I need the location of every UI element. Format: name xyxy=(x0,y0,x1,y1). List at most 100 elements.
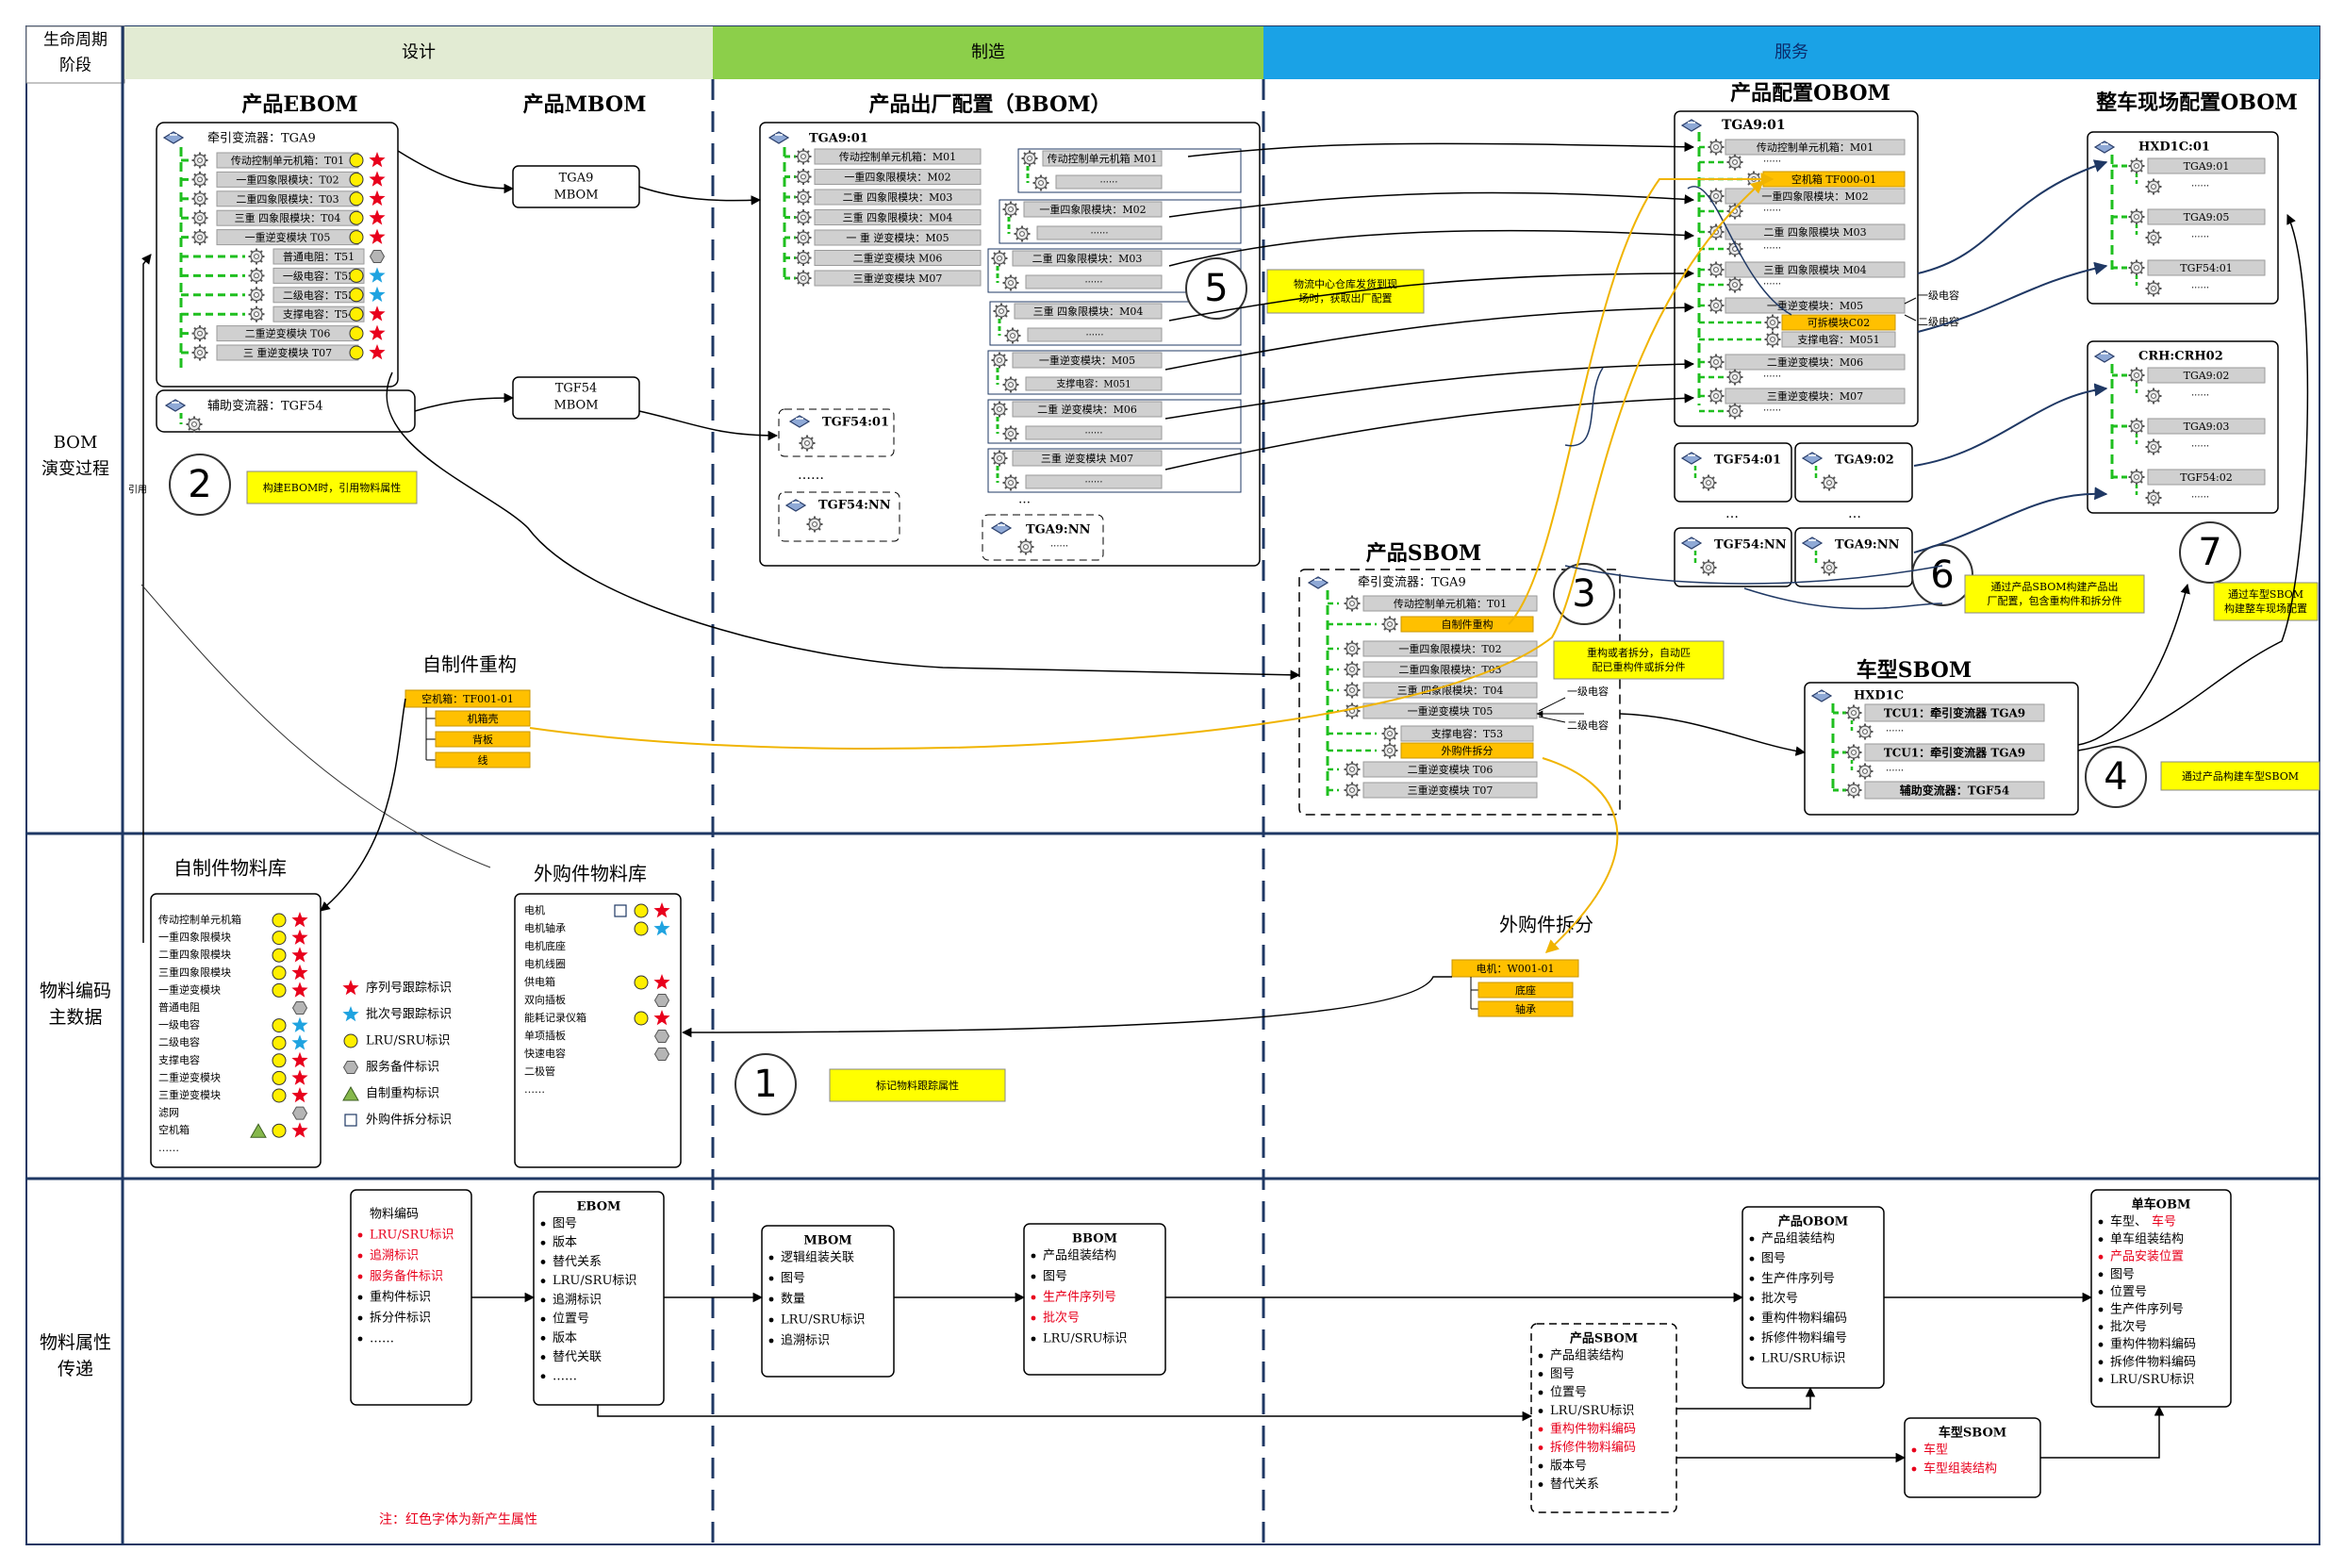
gear-tooth xyxy=(797,170,801,174)
gear-tooth xyxy=(1014,203,1017,206)
gear-tooth xyxy=(203,355,206,359)
restruct-item: 线 xyxy=(478,753,488,767)
gear-tooth xyxy=(1719,389,1723,393)
legend-label: 序列号跟踪标识 xyxy=(366,982,452,996)
gear-tooth xyxy=(1711,561,1715,565)
gear-hole xyxy=(801,255,806,261)
attr-item: 产品安装位置 xyxy=(2110,1250,2184,1264)
gear-tooth xyxy=(2139,210,2143,214)
attr-bullet xyxy=(540,1260,546,1264)
gear-tooth xyxy=(1719,140,1723,144)
gear-tooth xyxy=(1345,642,1349,646)
attr-item: 逻辑组装关联 xyxy=(781,1251,854,1265)
obom-tga9-02-box xyxy=(1794,442,1913,503)
gear-tooth xyxy=(1355,642,1359,646)
assembly-shape xyxy=(162,131,185,144)
ebom-item-mark xyxy=(349,306,364,322)
gear-tooth xyxy=(1719,355,1723,359)
gear-tooth xyxy=(1719,308,1723,312)
car-sbom-item: TCU1：牵引变流器 TGA9 xyxy=(1884,746,2025,760)
attr-bullet xyxy=(1538,1427,1543,1432)
obom-item-bg xyxy=(1725,388,1906,404)
gear-tooth xyxy=(1775,316,1779,320)
gear-tooth xyxy=(1709,399,1713,403)
obom-tga9-nn-label: TGA9:NN xyxy=(1835,538,1900,553)
self-lib-mark xyxy=(291,947,308,963)
car-sbom-gear-icon xyxy=(1845,704,1862,721)
legend-mark xyxy=(343,1033,358,1048)
sbom-item-bg xyxy=(1400,725,1534,742)
attr-item: 车型组装结构 xyxy=(1923,1461,1997,1477)
ebom-item: 普通电阻：T51 xyxy=(283,250,355,263)
site-obom-title: 整车现场配置OBOM xyxy=(2096,91,2298,115)
obom-gear-icon xyxy=(1726,403,1743,420)
site-hxd1c-item-bg xyxy=(2147,208,2266,225)
gear-hole xyxy=(804,440,810,446)
bbom-sub-dots: ······ xyxy=(1084,278,1102,289)
legend-mark xyxy=(342,980,359,996)
gear-tooth xyxy=(193,154,197,157)
site-hxd1c-sub-gear-icon xyxy=(2145,229,2162,246)
ebom-gear-icon xyxy=(191,171,208,188)
site-hxd1c-item-bg xyxy=(2147,259,2266,276)
gear-tooth xyxy=(1719,365,1723,369)
ebom-to-buylib-curve xyxy=(140,584,491,868)
gear-tooth xyxy=(797,220,801,224)
gear-tooth xyxy=(1775,333,1779,337)
attr-box-title: 产品OBOM xyxy=(1778,1214,1848,1230)
gear-tooth xyxy=(797,281,801,285)
bbom-sub-title-bg xyxy=(1042,150,1163,167)
attr-bullet xyxy=(1538,1390,1543,1395)
gear-tooth xyxy=(1355,763,1359,767)
gear-tooth xyxy=(1025,237,1029,240)
gear-hole xyxy=(1008,431,1014,437)
gear-tooth xyxy=(2156,440,2160,444)
attr-item: 图号 xyxy=(553,1217,577,1231)
sbom-item-bg xyxy=(1400,616,1534,633)
gear-tooth xyxy=(806,272,810,275)
bbom-sub-title-bg xyxy=(1012,401,1163,418)
gear-tooth xyxy=(1004,314,1008,318)
gear-tooth xyxy=(1004,212,1008,216)
attr-item: 重构件物料编码 xyxy=(1550,1422,1636,1437)
row-attr-label-2: 传递 xyxy=(58,1359,93,1379)
bbom-sub-gear-icon xyxy=(1014,225,1031,242)
attr-bullet xyxy=(2098,1254,2104,1260)
gear-tooth xyxy=(1857,793,1860,797)
attr-bullet xyxy=(1031,1315,1036,1321)
bbom-item: 三重逆变模块 M07 xyxy=(853,272,943,285)
site-hxd1c-icon xyxy=(2093,140,2116,154)
ebom-item-mark xyxy=(349,230,364,245)
gear-tooth xyxy=(203,239,206,244)
attr-bullet xyxy=(1749,1236,1755,1242)
bbom-sub-title: 二重 四象限模块：M03 xyxy=(1032,252,1143,265)
bbom-sub-title-bg xyxy=(1012,450,1163,467)
sbom-item: 三重逆变模块 T07 xyxy=(1408,784,1494,797)
gear-tooth xyxy=(2130,378,2134,382)
gear-tooth xyxy=(1393,727,1396,731)
gear-tooth xyxy=(1345,672,1349,676)
gear-tooth xyxy=(1709,308,1713,312)
gear-tooth xyxy=(817,518,821,521)
gear-tooth xyxy=(1823,476,1826,480)
gear-tooth xyxy=(1004,437,1008,440)
bbom-sub-gear-icon xyxy=(1002,274,1019,291)
gear-tooth xyxy=(2139,470,2143,474)
bbom-sub-gear-icon xyxy=(991,401,1008,418)
gear-tooth xyxy=(1029,550,1032,553)
bbom-sub-title: 三重 逆变模块 M07 xyxy=(1041,452,1133,465)
car-sbom-dots: ······ xyxy=(1886,727,1904,737)
self-lib-mark xyxy=(272,931,287,946)
callout-circle-5 xyxy=(1185,257,1247,320)
gear-tooth xyxy=(203,221,206,224)
gear-tooth xyxy=(1719,150,1723,154)
attr-bullet xyxy=(1538,1482,1543,1487)
bbom-sub-title: 传动控制单元机箱 M01 xyxy=(1048,152,1158,165)
restruct-to-obom-yellow xyxy=(529,180,1765,750)
gear-hole xyxy=(1770,320,1775,325)
bbom-sub-gear-icon xyxy=(1004,327,1021,344)
gear-tooth xyxy=(1858,765,1862,768)
obom-item-bg xyxy=(1781,331,1896,348)
car-sbom-dots: ······ xyxy=(1886,767,1904,777)
gear-tooth xyxy=(797,272,801,275)
